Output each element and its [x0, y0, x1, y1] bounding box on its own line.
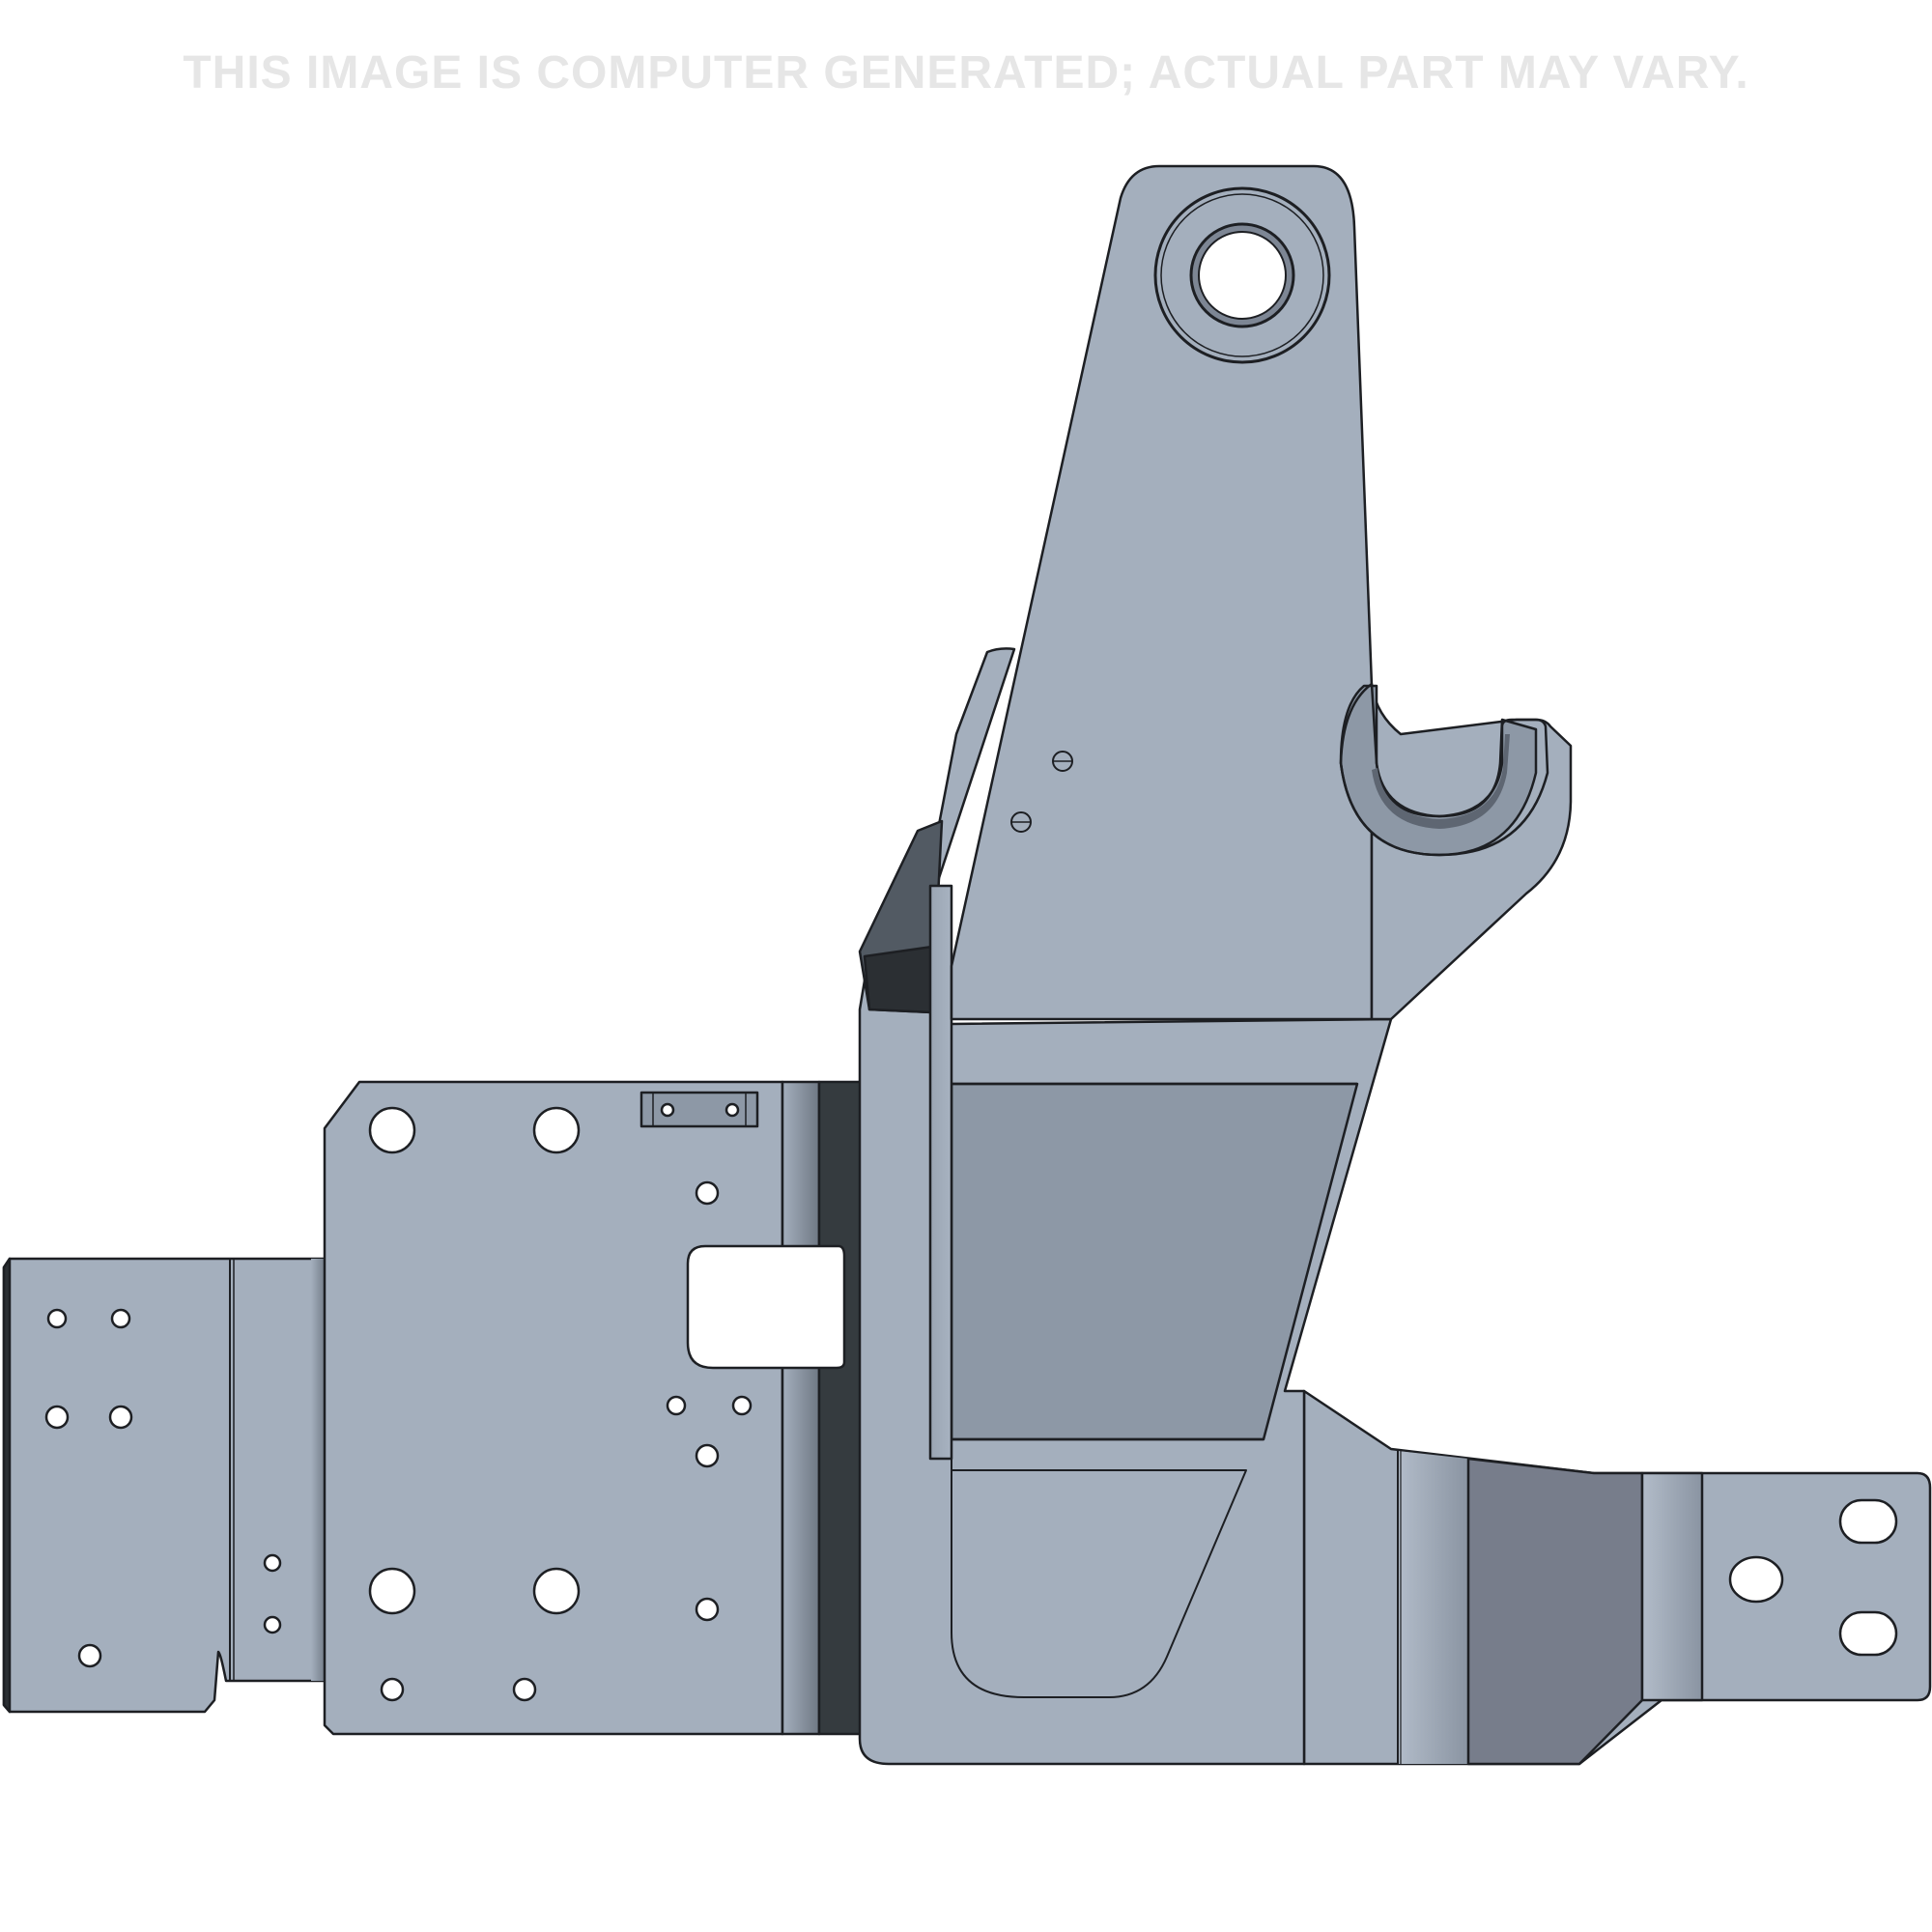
side-flange	[858, 647, 1016, 1461]
left-tab-holes	[44, 1308, 282, 1668]
right-end-tab	[1302, 1389, 1932, 1766]
main-plate-holes	[368, 1102, 753, 1702]
disclaimer-text: THIS IMAGE IS COMPUTER GENERATED; ACTUAL…	[183, 47, 1749, 99]
main-plate	[323, 1080, 864, 1736]
left-end-tab	[2, 1257, 328, 1714]
hook-slot	[1339, 682, 1549, 857]
top-eye-boss	[1153, 186, 1331, 364]
right-tab-holes	[1728, 1498, 1898, 1657]
lower-body	[858, 883, 1393, 1766]
arm-rivets	[1010, 751, 1073, 833]
